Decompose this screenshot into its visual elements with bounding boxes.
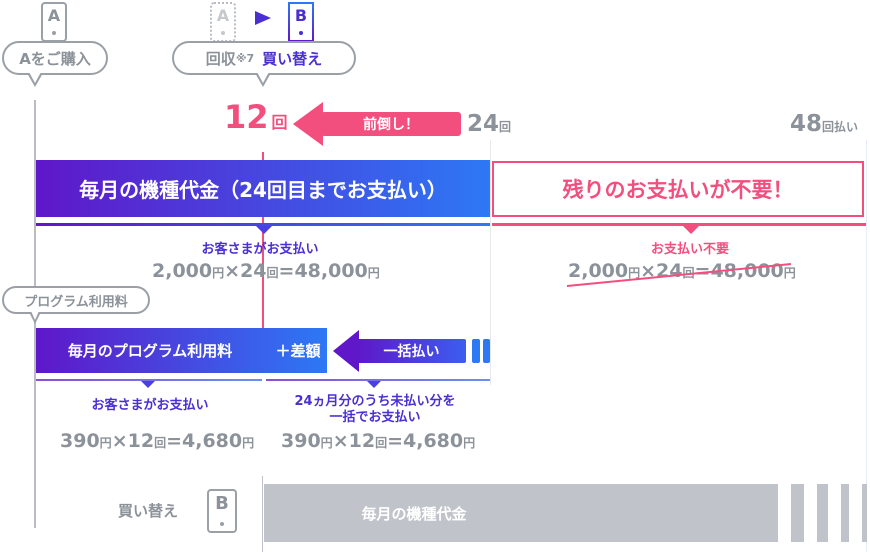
program-fee-bubble: プログラム利用料 xyxy=(2,286,150,314)
program-fee-pointer-right xyxy=(367,381,381,388)
no-payment-box: 残りのお支払いが不要！ xyxy=(492,161,864,217)
program-fee-calc-left: 390円×12回=4,680円 xyxy=(60,430,255,452)
program-fee-bar: 毎月のプログラム利用料 ＋差額 xyxy=(36,328,327,373)
device-payment-pointer xyxy=(256,226,272,234)
replacement-phone-b-icon: B xyxy=(207,489,237,533)
count-24: 24回 xyxy=(467,111,511,137)
device-customer-pays: お客さまがお支払い xyxy=(201,242,319,257)
lump-sum-stripe-2 xyxy=(483,339,490,363)
count-24-number: 24 xyxy=(467,111,500,137)
device-payment-bar-label: 毎月の機種代金（24回目までお支払い） xyxy=(79,178,447,202)
count-24-unit: 回 xyxy=(499,120,512,134)
replacement-stripe-4 xyxy=(862,484,867,542)
remaining-note-line1: 24ヵ月分のうち未払い分を xyxy=(294,394,456,409)
replacement-phone-letter: B xyxy=(215,493,229,514)
purchase-bubble-tail-inner xyxy=(29,72,41,83)
timeline-48-line xyxy=(866,140,867,552)
count-48-number: 48 xyxy=(790,111,823,137)
replace-bubble: 回収 ※7 買い替え xyxy=(172,41,356,75)
device-payment-underline xyxy=(36,223,490,226)
remaining-note-line2: 一括でお支払い xyxy=(329,410,421,425)
collect-note: ※7 xyxy=(235,51,255,65)
remaining-payment-note: 24ヵ月分のうち未払い分を 一括でお支払い xyxy=(270,394,480,426)
device-payment-calc: 2,000円×24回=48,000円 xyxy=(152,260,380,282)
lump-sum-arrow: 一括払い xyxy=(333,330,466,372)
program-fee-bubble-text: プログラム利用料 xyxy=(24,294,128,310)
program-fee-bubble-tail-inner xyxy=(31,311,39,320)
program-fee-underline-left xyxy=(36,379,262,381)
struck-payment-calc: 2,000円×24回=48,000円 xyxy=(568,260,796,282)
replacement-stripe-2 xyxy=(817,484,828,542)
device-payment-bar: 毎月の機種代金（24回目までお支払い） xyxy=(36,160,490,217)
lump-sum-label: 一括払い xyxy=(383,344,440,360)
recycled-phone-letter: A xyxy=(216,6,230,25)
replace-label: 買い替え xyxy=(262,49,323,68)
replacement-start-line xyxy=(262,476,263,552)
recycled-phone-a-icon: A xyxy=(210,2,236,42)
replacement-stripe-1 xyxy=(791,484,804,542)
arrow-right-icon xyxy=(255,11,271,25)
program-customer-pays: お客さまがお支払い xyxy=(91,398,209,413)
replacement-bar-label: 毎月の機種代金 xyxy=(361,504,467,523)
phone-a-letter: A xyxy=(47,6,61,25)
strikethrough-line xyxy=(566,263,792,287)
program-fee-calc-right: 390円×12回=4,680円 xyxy=(281,430,476,452)
replacement-device-payment-bar: 毎月の機種代金 xyxy=(264,484,778,542)
difference-label: ＋差額 xyxy=(275,342,321,360)
no-payment-box-label: 残りのお支払いが不要！ xyxy=(562,178,794,202)
replace-bubble-tail-inner xyxy=(257,72,269,83)
count-48-unit: 回払い xyxy=(822,120,859,134)
count-48: 48回払い xyxy=(790,111,858,137)
new-phone-b-icon: B xyxy=(288,2,314,42)
timeline-12-marker-line xyxy=(262,152,264,330)
lump-sum-stripe-1 xyxy=(472,339,480,363)
no-payment-label: お支払い不要 xyxy=(650,242,729,257)
replacement-label: 買い替え xyxy=(118,502,179,520)
collect-label: 回収 xyxy=(205,49,236,68)
phone-a-icon: A xyxy=(41,2,67,42)
program-fee-pointer-left xyxy=(141,381,155,388)
timeline-24-line xyxy=(490,140,491,385)
count-12-number: 12 xyxy=(224,98,269,136)
count-12-unit: 回 xyxy=(271,113,288,132)
new-phone-letter: B xyxy=(294,6,308,25)
no-payment-underline xyxy=(492,223,866,226)
replacement-stripe-3 xyxy=(841,484,849,542)
no-payment-pointer xyxy=(683,226,699,234)
program-fee-bar-label: 毎月のプログラム利用料 xyxy=(67,342,233,360)
advance-label: 前倒し！ xyxy=(363,117,419,133)
purchase-bubble-text: Aをご購入 xyxy=(19,49,91,68)
purchase-bubble: Aをご購入 xyxy=(2,41,108,75)
program-fee-underline-right xyxy=(266,379,490,381)
advance-arrow: 前倒し！ xyxy=(293,102,461,146)
